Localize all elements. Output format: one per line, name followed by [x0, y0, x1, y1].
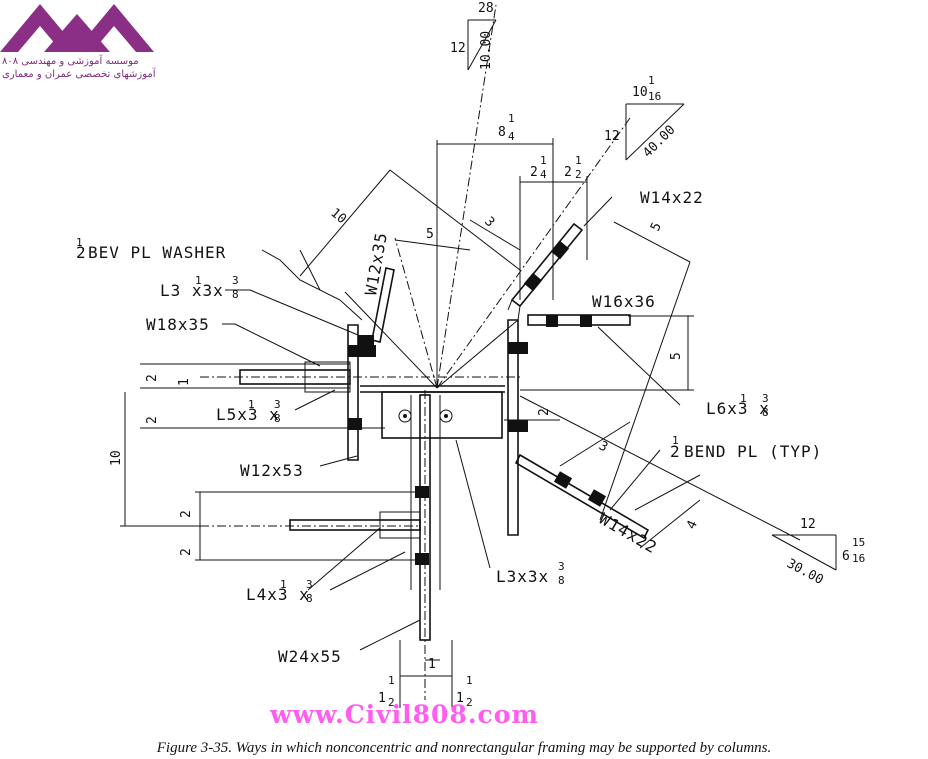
svg-text:3: 3 [232, 274, 239, 287]
dim-2-1-4: 2 [530, 165, 538, 180]
label-w14x22-top: W14x22 [640, 188, 704, 207]
svg-text:1: 1 [540, 154, 547, 167]
svg-text:3: 3 [306, 578, 313, 591]
centerlines [200, 4, 631, 700]
dim-2-3-4-b: 2 [145, 416, 160, 424]
svg-text:1: 1 [740, 392, 747, 405]
leader-lines [222, 196, 681, 651]
dim-top-rise: 28 [478, 1, 494, 16]
dim-8-1-4: 8 [498, 125, 506, 140]
dim-2-1-6: 2 [537, 408, 552, 416]
svg-text:16: 16 [648, 90, 661, 103]
svg-text:1: 1 [508, 112, 515, 125]
svg-text:8: 8 [274, 412, 281, 425]
svg-text:15: 15 [852, 536, 865, 549]
member-labels: W14x22 W16x36 W12x35 BEV PL WASHER 1 2 L… [76, 188, 822, 666]
dim-lr-rise: 6 [842, 549, 850, 564]
dimension-lines [120, 138, 801, 708]
fraction-marks: 1 4 1 4 1 2 1 16 15 16 1 3 8 1 3 8 3 8 1… [195, 74, 865, 709]
label-w18x35: W18x35 [146, 315, 210, 334]
svg-text:1: 1 [575, 154, 582, 167]
label-l6x3-5x3-8: L6x3 x [706, 399, 770, 418]
slope-triangle-top [467, 19, 497, 71]
svg-text:1: 1 [280, 578, 287, 591]
label-w14x22-bot: W14x22 [596, 509, 661, 557]
dim-10-left: 10 [109, 450, 124, 466]
svg-text:1: 1 [195, 274, 202, 287]
dim-ur-rise: 10 [632, 85, 648, 100]
logo-text-line2: آموزشهای تخصصی عمران و معماری [2, 69, 156, 80]
dim-3-bot: 3 [596, 438, 610, 455]
svg-text:2: 2 [388, 696, 395, 709]
svg-text:2: 2 [575, 168, 582, 181]
frac-den-bend: 2 [670, 442, 681, 461]
frac-den-bev: 2 [76, 243, 87, 262]
svg-text:8: 8 [762, 406, 769, 419]
label-w16x36: W16x36 [592, 292, 656, 311]
label-bend-pl: BEND PL (TYP) [684, 442, 822, 461]
dim-10: 10 [327, 206, 349, 228]
label-w24x55: W24x55 [278, 647, 342, 666]
svg-text:3: 3 [274, 398, 281, 411]
beam-w16x36 [527, 314, 631, 327]
dim-4-1-4: 4 [684, 518, 701, 532]
svg-text:1: 1 [648, 74, 655, 87]
svg-text:4: 4 [508, 130, 515, 143]
beam-w18x35 [239, 361, 351, 393]
svg-text:4: 4 [540, 168, 547, 181]
label-l5x3-5x3-8: L5x3 x [216, 405, 280, 424]
label-bev-washer: BEV PL WASHER [88, 243, 226, 262]
angle-block-l3x3 [381, 391, 503, 439]
label-l3-5x3x3-8: L3 x3x [160, 281, 224, 300]
label-w12x35: W12x35 [361, 231, 391, 297]
svg-text:2: 2 [466, 696, 473, 709]
beam-w12x35 [358, 267, 395, 347]
dim-1: 1 [177, 378, 192, 386]
svg-text:1: 1 [466, 674, 473, 687]
label-w12x53: W12x53 [240, 461, 304, 480]
beam-w14x22-upper [507, 222, 584, 321]
dim-ur-run: 12 [604, 129, 620, 144]
svg-text:8: 8 [558, 574, 565, 587]
dim-1-1-2-b: 1 [456, 691, 464, 706]
svg-text:3: 3 [762, 392, 769, 405]
dim-5-1-2: 5 [648, 220, 665, 233]
dim-5-right: 5 [669, 352, 684, 360]
dim-top-diag: 10.00 [479, 31, 494, 70]
frac-half-bend: 1 [672, 434, 679, 447]
figure-caption: Figure 3-35. Ways in which nonconcentric… [156, 740, 772, 756]
frac-half-bev: 1 [76, 236, 83, 249]
label-l3x3x3-8: L3x3x [496, 567, 549, 586]
dim-top-run: 12 [450, 41, 466, 56]
beam-lower-left [289, 511, 421, 539]
slope-triangle-lower-right [771, 534, 837, 571]
dim-2-1-2: 2 [564, 165, 572, 180]
dim-2-3-4-c: 2 [179, 510, 194, 518]
svg-text:8: 8 [306, 592, 313, 605]
label-l4x3-5x3-8: L4x3 x [246, 585, 310, 604]
dim-2-3-4-a: 2 [145, 374, 160, 382]
column-w12x53 [347, 324, 505, 461]
svg-text:1: 1 [388, 674, 395, 687]
dim-2-3-4-d: 2 [179, 548, 194, 556]
svg-text:1: 1 [248, 398, 255, 411]
slope-triangle-upper-right [625, 103, 685, 161]
svg-text:3: 3 [558, 560, 565, 573]
logo-mark [0, 4, 154, 52]
dim-5: 5 [426, 227, 434, 242]
dimension-texts: 12 10.00 28 8 2 2 10 5 3 5 5 2 1 2 2 10 … [109, 1, 850, 706]
dim-1-bottom: 1 [428, 657, 436, 672]
logo-text-line1: موسسه آموزشی و مهندسی ۸۰۸ [2, 56, 139, 67]
column-right [507, 319, 528, 536]
svg-text:16: 16 [852, 552, 865, 565]
watermark: www.Civil808.com [270, 700, 539, 729]
svg-text:8: 8 [232, 288, 239, 301]
dim-1-1-2-a: 1 [378, 691, 386, 706]
dim-lr-run: 12 [800, 517, 816, 532]
